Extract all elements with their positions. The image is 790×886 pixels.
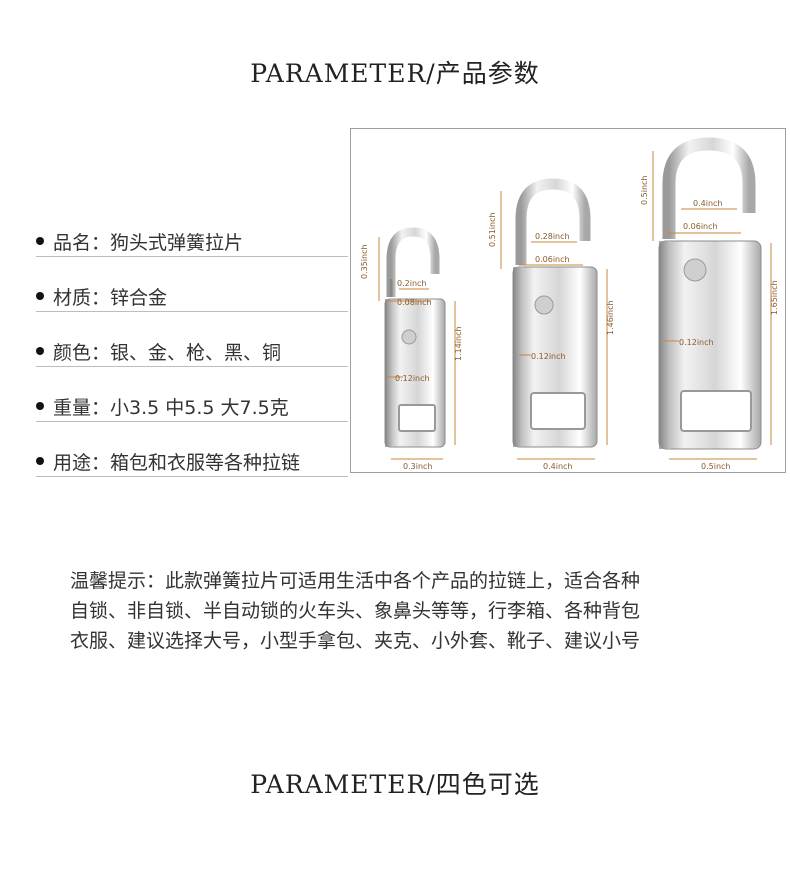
small-zipper-pull bbox=[384, 227, 446, 448]
spec-row-weight: 重量：小3.5 中5.5 大7.5克 bbox=[36, 391, 348, 422]
bullet-icon bbox=[36, 347, 44, 355]
spec-row-usage: 用途：箱包和衣服等各种拉链 bbox=[36, 446, 348, 477]
small-gap: 0.08inch bbox=[397, 298, 432, 307]
spec-label: 重量 bbox=[53, 396, 92, 419]
spec-value: 箱包和衣服等各种拉链 bbox=[110, 451, 301, 474]
tip-line: 温馨提示：此款弹簧拉片可适用生活中各个产品的拉链上，适合各种 bbox=[70, 570, 641, 592]
bullet-icon bbox=[36, 457, 44, 465]
medium-width: 0.4inch bbox=[543, 462, 572, 471]
tip-line: 衣服、建议选择大号，小型手拿包、夹克、小外套、靴子、建议小号 bbox=[70, 630, 641, 652]
small-width: 0.3inch bbox=[403, 462, 432, 471]
large-width: 0.5inch bbox=[701, 462, 730, 471]
spec-row-color: 颜色：银、金、枪、黑、铜 bbox=[36, 336, 348, 367]
spec-value: 锌合金 bbox=[110, 286, 168, 309]
spec-value: 银、金、枪、黑、铜 bbox=[110, 341, 282, 364]
medium-height: 1.46inch bbox=[606, 300, 615, 335]
spec-label: 材质 bbox=[53, 286, 92, 309]
bullet-icon bbox=[36, 402, 44, 410]
large-top-length: 0.5inch bbox=[640, 176, 649, 205]
zipper-pulls-illustration: 0.35inch 0.2inch 0.08inch 0.12inch 1.14i… bbox=[360, 137, 779, 471]
spec-row-name: 品名：狗头式弹簧拉片 bbox=[36, 226, 348, 257]
dimension-lines bbox=[378, 151, 772, 460]
spec-label: 颜色 bbox=[53, 341, 92, 364]
tip-paragraph: 温馨提示：此款弹簧拉片可适用生活中各个产品的拉链上，适合各种 自锁、非自锁、半自… bbox=[70, 566, 750, 656]
large-height: 1.65inch bbox=[770, 280, 779, 315]
large-gap: 0.06inch bbox=[683, 222, 718, 231]
small-height: 1.14inch bbox=[454, 326, 463, 361]
medium-gap: 0.06inch bbox=[535, 255, 570, 264]
small-top-length: 0.35inch bbox=[360, 244, 369, 279]
large-inner-width: 0.4inch bbox=[693, 199, 722, 208]
spec-row-material: 材质：锌合金 bbox=[36, 281, 348, 312]
product-dimension-figure: 0.35inch 0.2inch 0.08inch 0.12inch 1.14i… bbox=[350, 128, 786, 473]
bullet-icon bbox=[36, 237, 44, 245]
medium-inner-width: 0.28inch bbox=[535, 232, 570, 241]
spec-label: 用途 bbox=[53, 451, 92, 474]
section-title-colors: PARAMETER/四色可选 bbox=[250, 770, 540, 799]
small-inner-width: 0.2inch bbox=[397, 279, 426, 288]
section-title-parameters: PARAMETER/产品参数 bbox=[250, 59, 540, 88]
medium-top-length: 0.51inch bbox=[488, 212, 497, 247]
small-side: 0.12inch bbox=[395, 374, 430, 383]
tip-line: 自锁、非自锁、半自动锁的火车头、象鼻头等等，行李箱、各种背包 bbox=[70, 600, 641, 622]
bullet-icon bbox=[36, 292, 44, 300]
spec-label: 品名 bbox=[53, 231, 92, 254]
spec-value: 小3.5 中5.5 大7.5克 bbox=[110, 396, 289, 419]
large-side: 0.12inch bbox=[679, 338, 714, 347]
spec-value: 狗头式弹簧拉片 bbox=[110, 231, 244, 254]
large-zipper-pull bbox=[658, 137, 762, 450]
medium-side: 0.12inch bbox=[531, 352, 566, 361]
medium-zipper-pull bbox=[512, 178, 598, 448]
